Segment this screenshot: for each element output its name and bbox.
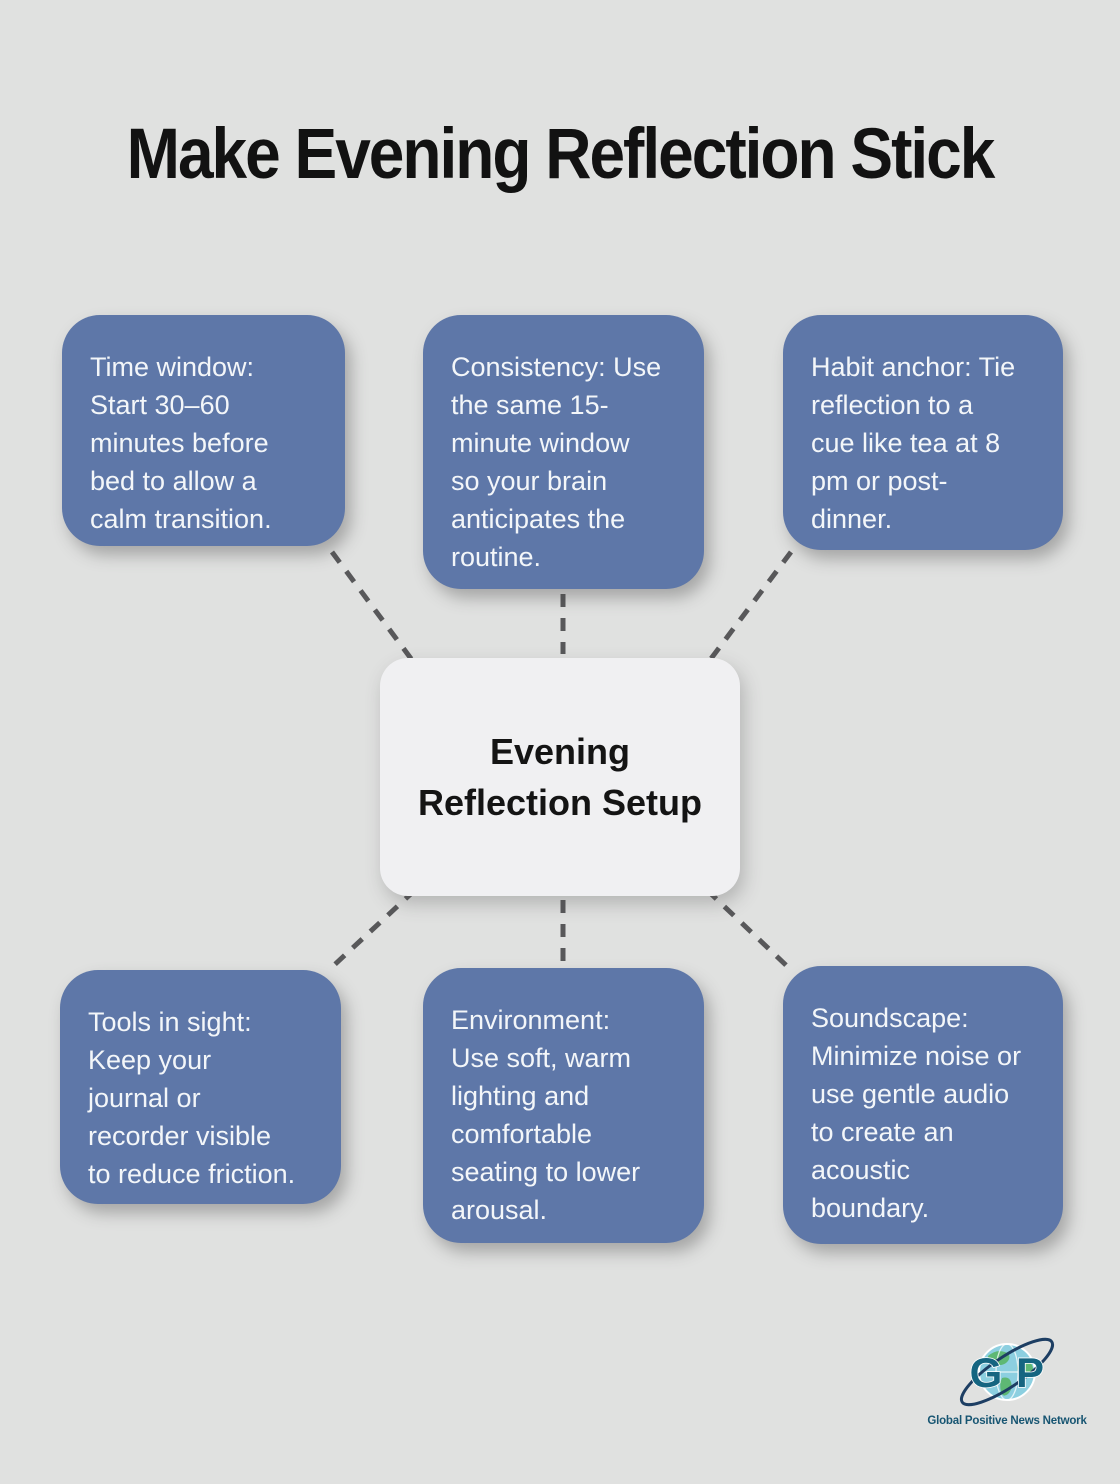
branch-node-time-window: Time window: Start 30–60 minutes before … [62,315,345,546]
logo-letter-p: P [1016,1349,1044,1396]
branch-node-soundscape: Soundscape: Minimize noise or use gentle… [783,966,1063,1244]
branch-node-tools-in-sight: Tools in sight: Keep your journal or rec… [60,970,341,1204]
connector-top-right-line [705,550,793,666]
connector-top-left-line [329,550,418,666]
logo-letter-g: G [970,1349,1003,1396]
branch-node-habit-anchor: Habit anchor: Tie reflection to a cue li… [783,315,1063,550]
connector-bottom-left-line [329,888,417,970]
orbit-ring-icon [959,1337,1055,1407]
gpnn-logo: G P Global Positive News Network [927,1337,1088,1427]
connector-bottom-right-line [705,888,791,970]
center-node-evening-reflection-setup: Evening Reflection Setup [380,658,740,896]
page-title: Make Evening Reflection Stick [126,113,996,194]
branch-node-environment: Environment: Use soft, warm lighting and… [423,968,704,1243]
branch-node-consistency: Consistency: Use the same 15- minute win… [423,315,704,589]
logo-caption: Global Positive News Network [927,1415,1087,1427]
